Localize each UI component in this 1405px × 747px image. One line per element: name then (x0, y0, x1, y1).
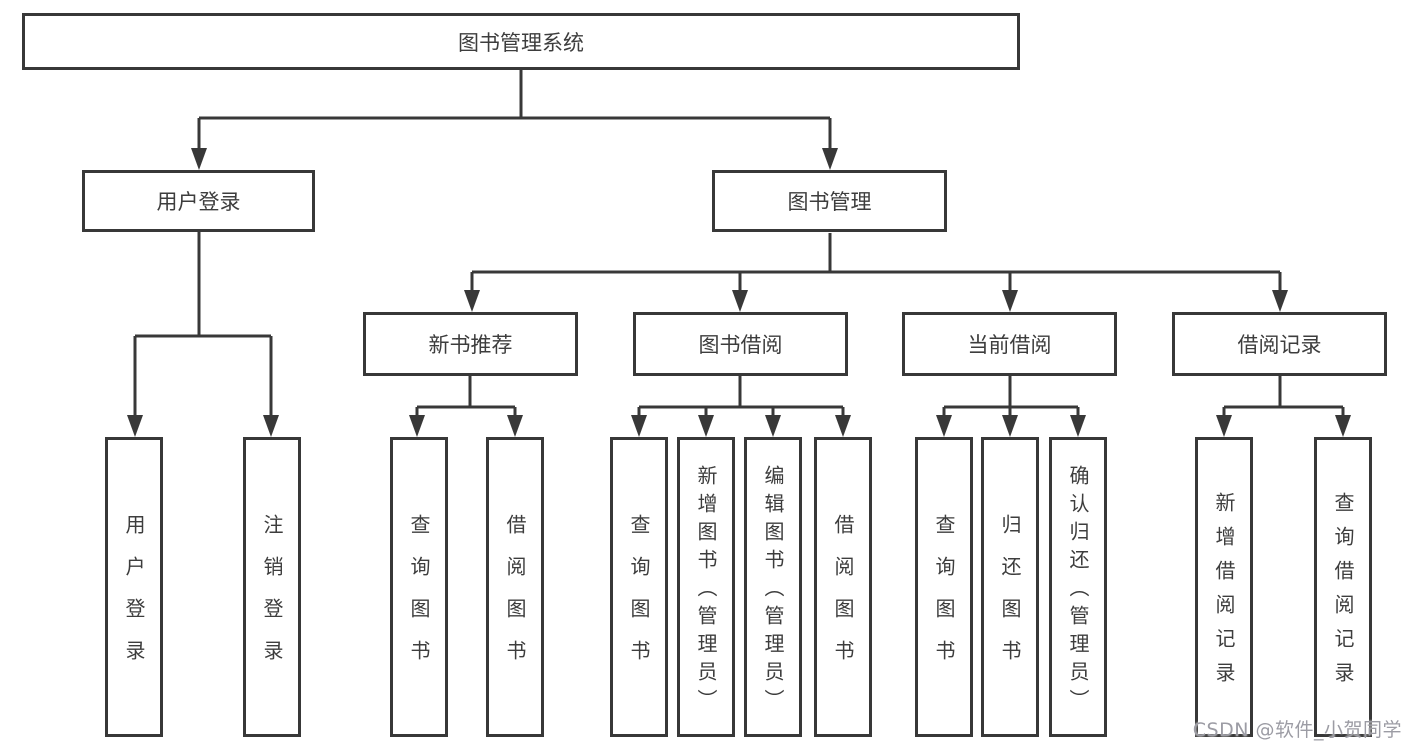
node-label: 新书推荐 (428, 333, 513, 357)
arrowhead (936, 415, 952, 437)
arrowhead (1002, 415, 1018, 437)
leaf-confirm-return-admin: 确认归还（管理员） (1049, 437, 1107, 737)
leaf-query-books-borrow: 查询图书 (610, 437, 668, 737)
arrowhead (732, 290, 748, 312)
leaf-query-borrow-record: 查询借阅记录 (1314, 437, 1372, 737)
node-book-borrow: 图书借阅 (633, 312, 848, 376)
leaf-label: 查询图书 (407, 514, 431, 682)
leaf-add-books-admin: 新增图书（管理员） (677, 437, 735, 737)
arrowhead (464, 290, 480, 312)
leaf-label: 编辑图书（管理员） (761, 465, 785, 717)
leaf-logout: 注销登录 (243, 437, 301, 737)
leaf-return-books: 归还图书 (981, 437, 1039, 737)
leaf-label: 用户登录 (122, 514, 146, 682)
arrowhead (822, 148, 838, 170)
leaf-label: 查询图书 (932, 514, 956, 682)
arrowhead (1002, 290, 1018, 312)
node-label: 图书管理系统 (458, 30, 584, 55)
leaf-borrow-books-recommend: 借阅图书 (486, 437, 544, 737)
leaf-edit-books-admin: 编辑图书（管理员） (744, 437, 802, 737)
arrowhead (127, 415, 143, 437)
arrowhead (698, 415, 714, 437)
node-label: 当前借阅 (967, 333, 1052, 357)
arrowhead (1216, 415, 1232, 437)
node-label: 图书管理 (787, 190, 872, 214)
arrowhead (263, 415, 279, 437)
leaf-label: 新增借阅记录 (1212, 492, 1236, 696)
node-book-management: 图书管理 (712, 170, 947, 232)
leaf-label: 新增图书（管理员） (694, 465, 718, 717)
node-label: 用户登录 (156, 190, 241, 214)
arrowhead (765, 415, 781, 437)
node-current-borrow: 当前借阅 (902, 312, 1117, 376)
arrowhead (1070, 415, 1086, 437)
node-root-system: 图书管理系统 (22, 13, 1020, 70)
node-label: 借阅记录 (1237, 333, 1322, 357)
csdn-watermark: CSDN @软件_小贺同学 (1192, 719, 1402, 741)
arrowhead (1272, 290, 1288, 312)
arrowhead (1335, 415, 1351, 437)
leaf-label: 注销登录 (260, 514, 284, 682)
leaf-label: 借阅图书 (503, 514, 527, 682)
arrowhead (191, 148, 207, 170)
leaf-label: 借阅图书 (831, 514, 855, 682)
arrowhead (507, 415, 523, 437)
node-user-login: 用户登录 (82, 170, 315, 232)
leaf-label: 查询借阅记录 (1331, 492, 1355, 696)
node-label: 图书借阅 (698, 333, 783, 357)
arrowhead (631, 415, 647, 437)
leaf-label: 查询图书 (627, 514, 651, 682)
leaf-query-books-current: 查询图书 (915, 437, 973, 737)
node-borrow-records: 借阅记录 (1172, 312, 1387, 376)
node-new-book-recommend: 新书推荐 (363, 312, 578, 376)
leaf-query-books-recommend: 查询图书 (390, 437, 448, 737)
leaf-borrow-books: 借阅图书 (814, 437, 872, 737)
leaf-label: 确认归还（管理员） (1066, 465, 1090, 717)
leaf-add-borrow-record: 新增借阅记录 (1195, 437, 1253, 737)
arrowhead (409, 415, 425, 437)
leaf-user-login: 用户登录 (105, 437, 163, 737)
arrowhead (835, 415, 851, 437)
leaf-label: 归还图书 (998, 514, 1022, 682)
